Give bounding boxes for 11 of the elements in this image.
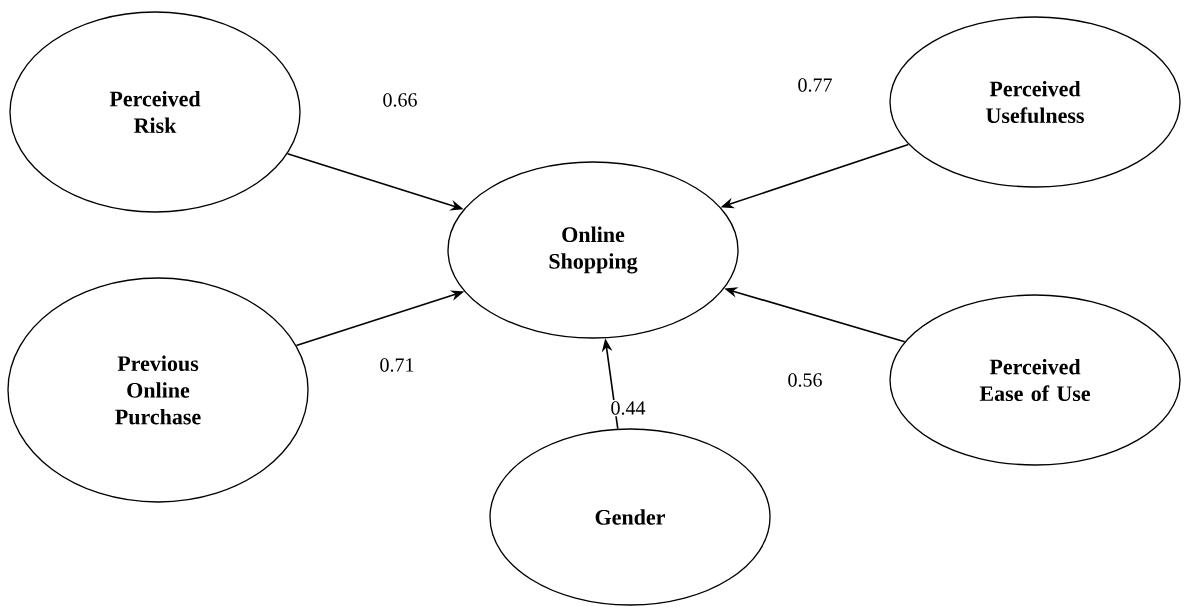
edge-label: 0.44 bbox=[609, 399, 647, 417]
ellipse-node: Perceived Usefulness bbox=[889, 16, 1181, 188]
ellipse-node: Online Shopping bbox=[447, 161, 739, 339]
ellipse-node: Perceived Ease of Use bbox=[889, 294, 1181, 466]
edge-label: 0.66 bbox=[381, 91, 419, 109]
edge-label: 0.71 bbox=[378, 356, 416, 374]
ellipse-node: Perceived Risk bbox=[9, 11, 301, 213]
ellipse-node: Gender bbox=[489, 428, 771, 606]
ellipse-node: Previous Online Purchase bbox=[7, 277, 309, 503]
edge-label: 0.77 bbox=[796, 76, 834, 94]
edge-label: 0.56 bbox=[786, 371, 824, 389]
